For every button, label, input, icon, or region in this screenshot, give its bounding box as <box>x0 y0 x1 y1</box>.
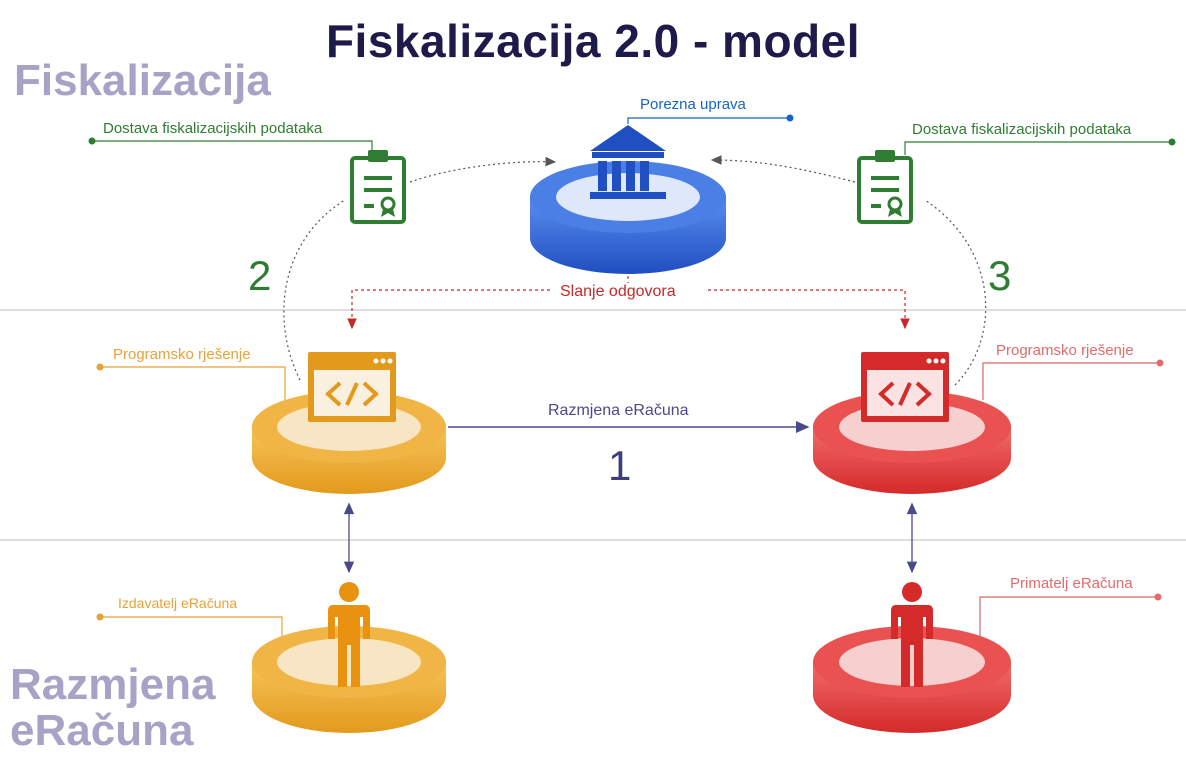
bank-building-icon <box>590 125 666 199</box>
leader-tax-authority <box>627 117 790 124</box>
label-exchange: Razmjena eRačuna <box>548 402 689 419</box>
step-number-1: 1 <box>608 442 632 489</box>
label-delivery-left: Dostava fiskalizacijskih podataka <box>103 120 323 137</box>
section-title-fiscalization: Fiskalizacija <box>14 56 271 105</box>
code-window-icon <box>308 352 396 422</box>
label-software-left: Programsko rješenje <box>113 346 251 363</box>
issuer-platform <box>252 626 446 733</box>
label-software-right: Programsko rješenje <box>996 342 1134 359</box>
label-issuer: Izdavatelj eRačuna <box>118 595 238 611</box>
label-response: Slanje odgovora <box>558 283 678 301</box>
leader-dot-software-right <box>1156 359 1164 367</box>
section-title-exchange-line2: eRačuna <box>10 706 194 756</box>
label-recipient: Primatelj eRačuna <box>1010 575 1133 592</box>
leader-issuer <box>100 616 283 640</box>
leader-software-left <box>100 366 286 400</box>
leader-dot-tax-authority <box>786 114 794 122</box>
leader-delivery-left <box>92 140 373 155</box>
response-line-left <box>347 289 550 330</box>
leader-dot-delivery-left <box>88 137 96 145</box>
label-delivery-right: Dostava fiskalizacijskih podataka <box>912 121 1132 138</box>
leader-dot-delivery-right <box>1168 138 1176 146</box>
code-window-icon <box>861 352 949 422</box>
person-icon <box>891 582 933 687</box>
clipboard-certificate-icon <box>857 150 913 224</box>
step-number-2: 2 <box>248 252 272 299</box>
clipboard-certificate-icon <box>350 150 406 224</box>
flow-line-left-to-authority <box>409 156 557 183</box>
leader-recipient <box>979 596 1158 640</box>
section-title-exchange: Razmjena eRačuna <box>10 660 216 756</box>
leader-dot-software-left <box>96 363 104 371</box>
flow-line-right-to-authority <box>710 155 856 183</box>
person-icon <box>328 582 370 687</box>
recipient-platform <box>813 626 1011 733</box>
flow-line-left-up <box>283 199 346 381</box>
leader-delivery-right <box>904 141 1172 155</box>
page-title: Fiskalizacija 2.0 - model <box>325 15 861 67</box>
leader-dot-recipient <box>1154 593 1162 601</box>
section-title-exchange-line1: Razmjena <box>10 660 216 709</box>
leader-software-right <box>982 362 1160 400</box>
label-tax-authority: Porezna uprava <box>640 96 746 113</box>
response-line-right <box>708 289 910 330</box>
leader-dot-issuer <box>96 613 104 621</box>
step-number-3: 3 <box>988 252 1012 299</box>
